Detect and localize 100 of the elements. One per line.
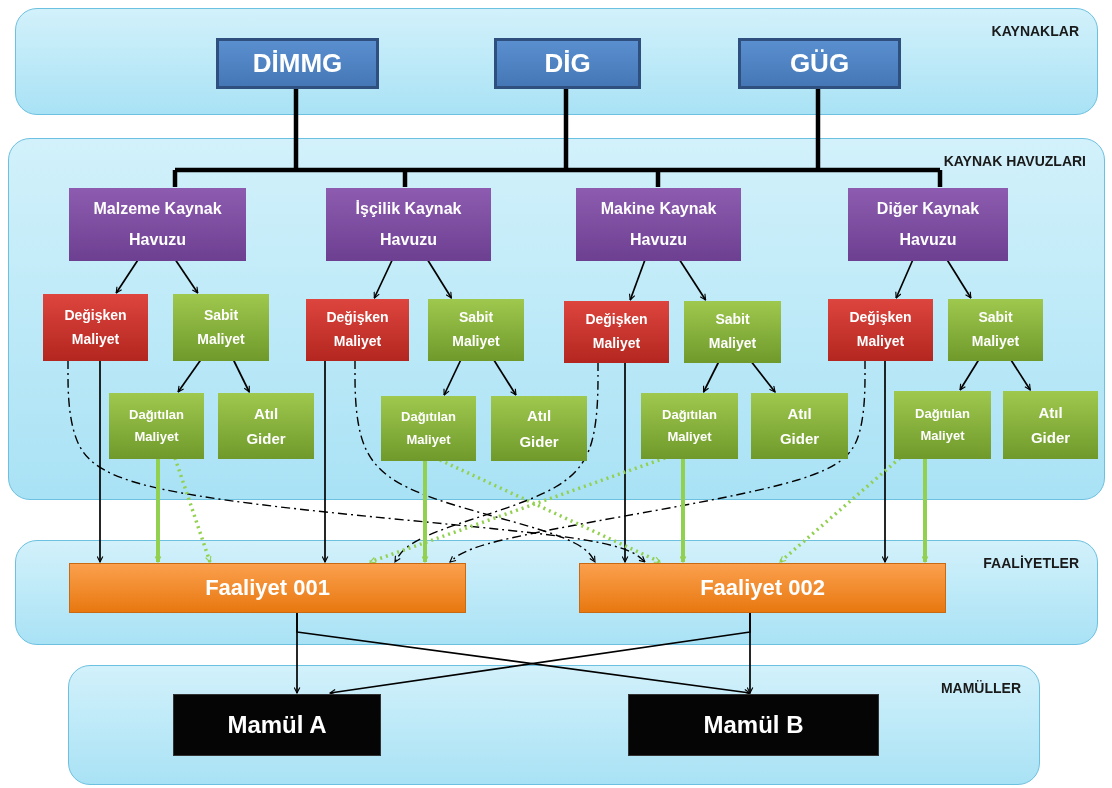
pool-box — [848, 188, 1008, 261]
activity-box — [579, 563, 946, 613]
box-label: Mamül A — [227, 711, 327, 739]
arrow — [702, 361, 720, 393]
arrow — [439, 458, 661, 564]
box-label: Değişken Maliyet — [848, 308, 913, 351]
box-label: Atıl Gider — [245, 403, 287, 449]
cost-box — [173, 294, 269, 361]
band-title: MAMÜLLER — [940, 680, 1021, 696]
arrow — [174, 259, 199, 294]
swimlane-band — [8, 138, 1105, 500]
cost-box — [428, 299, 524, 361]
resource-box — [494, 38, 641, 89]
cost-box — [751, 393, 848, 459]
swimlane-band — [15, 8, 1098, 115]
box-label: Atıl Gider — [518, 406, 560, 452]
box-label: Sabit Maliyet — [196, 305, 246, 349]
box-label: Mamül B — [703, 711, 804, 739]
arrow — [679, 458, 687, 563]
cost-box — [218, 393, 314, 459]
connector-line — [402, 170, 408, 187]
cost-box — [109, 393, 204, 459]
cost-box — [894, 391, 991, 459]
connector-line — [815, 88, 821, 170]
arrow — [1010, 359, 1032, 391]
box-label: Değişken Maliyet — [63, 305, 128, 349]
band-title: FAALİYETLER — [983, 555, 1079, 571]
arrow — [177, 359, 202, 393]
arrow — [426, 259, 453, 299]
cost-box — [306, 299, 409, 361]
resource-box — [738, 38, 901, 89]
product-box — [173, 694, 381, 756]
box-label: Faaliyet 002 — [700, 575, 825, 601]
pool-box — [576, 188, 741, 261]
arrow — [895, 259, 914, 299]
arrow — [394, 361, 599, 563]
box-label: Değişken Maliyet — [584, 310, 649, 353]
cost-box — [43, 294, 148, 361]
connector-line — [293, 88, 299, 170]
arrow — [959, 359, 980, 391]
arrow — [421, 460, 429, 563]
arrow — [946, 259, 972, 299]
connector-line — [172, 170, 178, 187]
arrow — [628, 259, 646, 301]
arrow — [493, 359, 517, 396]
cost-box — [828, 299, 933, 361]
connector-line — [175, 167, 940, 173]
box-label: Değişken Maliyet — [325, 308, 390, 351]
box-label: İşçilik Kaynak Havuzu — [354, 199, 463, 250]
box-label: Sabit Maliyet — [451, 308, 501, 351]
box-label: DİMMG — [252, 48, 343, 79]
cost-box — [564, 301, 669, 363]
arrow — [449, 359, 866, 563]
connector-line — [937, 170, 943, 187]
cost-box — [684, 301, 781, 363]
box-label: Dağıtılan Maliyet — [400, 408, 457, 449]
box-label: Faaliyet 001 — [205, 575, 330, 601]
band-title: KAYNAK HAVUZLARI — [943, 153, 1086, 169]
box-label: Dağıtılan Maliyet — [661, 405, 718, 446]
arrow — [881, 359, 889, 563]
pool-box — [69, 188, 246, 261]
arrow — [443, 359, 462, 396]
box-label: GÜG — [789, 48, 850, 79]
arrow — [232, 359, 251, 393]
cost-box — [641, 393, 738, 459]
band-title: KAYNAKLAR — [991, 23, 1079, 39]
resource-box — [216, 38, 379, 89]
box-label: Malzeme Kaynak Havuzu — [92, 199, 223, 250]
box-label: Atıl Gider — [778, 403, 821, 449]
cost-box — [1003, 391, 1098, 459]
arrow — [373, 259, 394, 299]
connector-line — [655, 170, 661, 187]
arrow — [369, 456, 666, 564]
pool-box — [326, 188, 491, 261]
arrow — [96, 359, 104, 563]
arrow — [321, 359, 329, 563]
arrow — [354, 359, 596, 563]
cost-box — [948, 299, 1043, 361]
box-label: Diğer Kaynak Havuzu — [875, 199, 981, 250]
activity-box — [69, 563, 466, 613]
swimlane-band — [15, 540, 1098, 645]
box-label: DİG — [544, 48, 591, 79]
box-label: Sabit Maliyet — [970, 308, 1021, 351]
arrow — [154, 458, 162, 563]
arrow — [67, 359, 646, 563]
swimlane-band — [68, 665, 1040, 785]
arrow — [678, 259, 707, 301]
connector-line — [563, 88, 569, 170]
product-box — [628, 694, 879, 756]
arrow — [778, 456, 902, 564]
cost-box — [381, 396, 476, 461]
box-label: Dağıtılan Maliyet — [128, 405, 185, 446]
arrow — [115, 259, 139, 294]
arrow — [173, 457, 212, 563]
arrow — [750, 361, 776, 393]
box-label: Sabit Maliyet — [707, 310, 758, 353]
box-label: Makine Kaynak Havuzu — [599, 199, 718, 250]
box-label: Dağıtılan Maliyet — [914, 404, 971, 445]
cost-box — [491, 396, 587, 461]
arrow — [921, 458, 929, 563]
